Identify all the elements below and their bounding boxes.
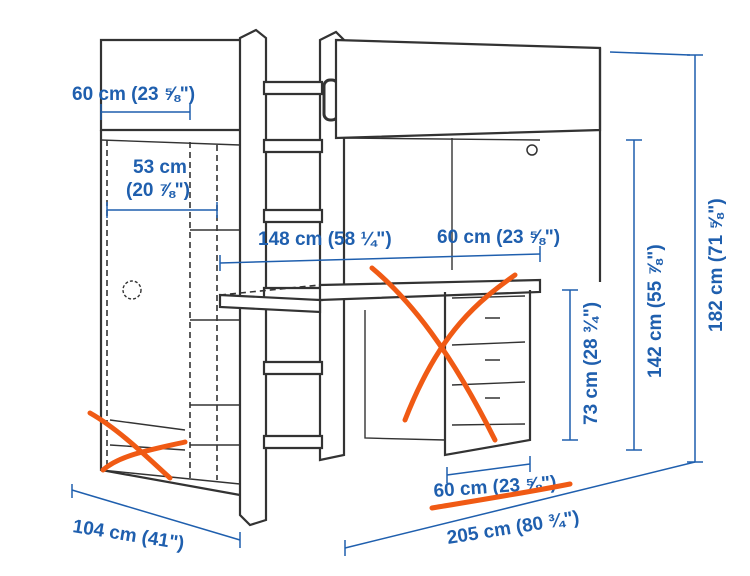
desk-length-label: 148 cm (58 ¼") [258,229,392,250]
total-height-label: 182 cm (71 ⅝") [706,198,727,332]
dimension-labels: 60 cm (23 ⅝") 53 cm (20 ⅞") 148 cm (58 ¼… [71,84,727,555]
length-label: 205 cm (80 ¾") [445,507,580,549]
orange-annotations [87,265,573,511]
desk-height-label: 73 cm (28 ¾") [581,302,602,425]
depth-label: 104 cm (41") [71,516,185,554]
desk [218,278,542,457]
inner-width-in-label: (20 ⅞") [126,180,190,201]
wardrobe-cross-mark [87,410,173,481]
desk-cross-mark-2 [402,272,518,423]
loft-bed-drawing [99,28,602,527]
left-front-post [238,28,268,527]
wardrobe-cross-mark-2 [100,439,188,473]
inner-width-cm-label: 53 cm [133,157,187,178]
desk-cross-mark [369,265,498,443]
bed-back-panel [334,38,602,140]
under-bed-height-label: 142 cm (55 ⅞") [645,244,666,378]
dimension-lines [71,51,703,556]
wardrobe-width-label: 60 cm (23 ⅝") [72,84,195,105]
ladder-rungs [262,80,324,450]
strike-through-mark [429,481,573,511]
drawer-width-top-label: 60 cm (23 ⅝") [437,227,560,248]
